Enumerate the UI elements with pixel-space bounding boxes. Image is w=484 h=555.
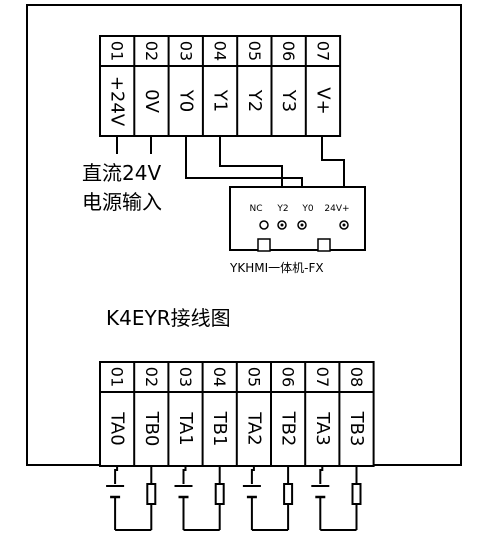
- hmi-pin-y0-label: Y0: [301, 204, 313, 214]
- hmi-pin-24v-label: 24V+: [324, 204, 349, 214]
- power-label-line2: 电源输入: [82, 190, 162, 214]
- top-terminal-number: 05: [245, 41, 264, 61]
- hmi-latch-right: [317, 238, 331, 252]
- hmi-name: YKHMI一体机-FX: [229, 261, 324, 275]
- bottom-terminal-number: 08: [347, 367, 366, 387]
- hmi-pin-y2-label: Y2: [276, 204, 288, 214]
- top-terminal-number: 06: [279, 41, 298, 61]
- top-terminal-label: V+: [312, 87, 333, 114]
- bottom-terminal-number: 03: [176, 367, 195, 387]
- hmi-latch-left: [257, 238, 271, 252]
- top-terminal-label: Y1: [210, 89, 231, 112]
- fuse-symbol: [146, 483, 157, 505]
- bottom-terminal-number: 06: [279, 367, 298, 387]
- diagram-title: K4EYR接线图: [106, 306, 231, 330]
- fuse-symbol: [351, 483, 362, 505]
- bottom-terminal-number: 04: [210, 367, 229, 387]
- top-terminal-label: Y3: [278, 89, 299, 112]
- bottom-terminal-number: 07: [313, 367, 332, 387]
- load-circuit: [106, 466, 157, 531]
- bottom-terminal-label: TB0: [141, 411, 162, 447]
- top-terminal-number: 07: [313, 41, 332, 61]
- power-label-line1: 直流24V: [82, 161, 161, 185]
- top-terminal-label: 0V: [141, 89, 162, 113]
- top-terminal-label: Y2: [244, 89, 265, 112]
- bottom-terminal-number: 01: [108, 367, 127, 387]
- bottom-terminal-label: TB2: [278, 411, 299, 447]
- hmi-connector: NC Y2 Y0 24V+ YKHMI一体机-FX: [229, 186, 366, 275]
- fuse-symbol: [214, 483, 225, 505]
- top-terminal-label: +24V: [107, 76, 128, 127]
- top-terminal-number: 02: [142, 41, 161, 61]
- bottom-terminal-label: TA3: [312, 411, 333, 445]
- bottom-terminal-label: TB3: [346, 411, 367, 447]
- load-circuits: [106, 466, 362, 531]
- bottom-terminal-label: TA1: [175, 411, 196, 445]
- top-terminal-label: Y0: [175, 89, 196, 112]
- hmi-pin-nc: [259, 220, 269, 230]
- bottom-terminal-label: TA0: [107, 411, 128, 445]
- top-terminal-number: 03: [176, 41, 195, 61]
- top-terminal-number: 04: [211, 41, 230, 61]
- hmi-pin-nc-label: NC: [249, 204, 262, 214]
- bottom-terminal-label: TB1: [209, 411, 230, 447]
- bottom-terminal-label: TA2: [243, 411, 264, 445]
- top-terminal-number: 01: [108, 41, 127, 61]
- hmi-box: [229, 186, 366, 251]
- load-circuit: [174, 466, 225, 531]
- load-circuit: [242, 466, 294, 531]
- load-circuit: [311, 466, 362, 531]
- fuse-symbol: [283, 483, 294, 505]
- bottom-terminal-number: 02: [142, 367, 161, 387]
- bottom-terminal-number: 05: [244, 367, 263, 387]
